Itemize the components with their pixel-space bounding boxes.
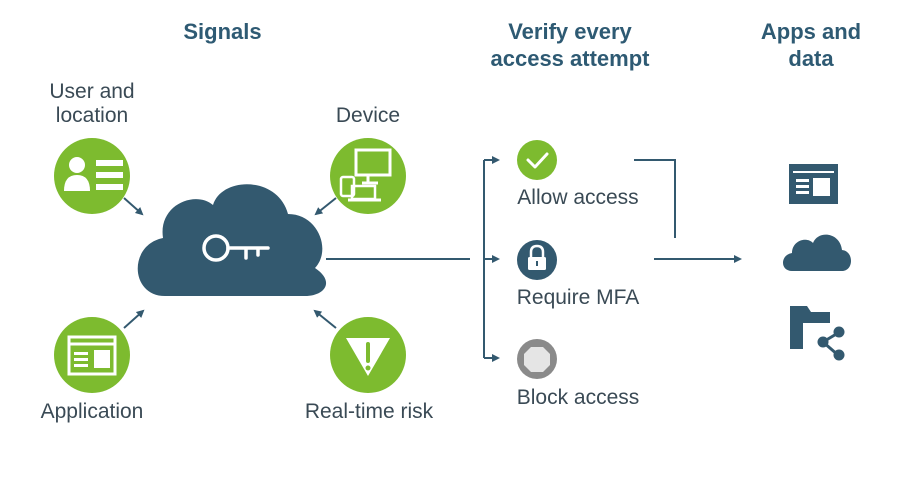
realtime-risk-label-text: Real-time risk xyxy=(304,400,434,423)
block-access-text: Block access xyxy=(516,386,640,409)
app-window-icon xyxy=(789,164,838,204)
device-icon xyxy=(330,138,406,214)
signal-arrows xyxy=(123,197,337,329)
cloud-icon xyxy=(783,234,851,271)
allow-access-text: Allow access xyxy=(517,186,639,209)
cloud-key-icon xyxy=(137,184,327,296)
require-mfa-label: Require MFA xyxy=(492,286,664,310)
user-location-line1: User and xyxy=(49,80,135,103)
apps-header-line2: data xyxy=(788,46,834,71)
verify-header-line2: access attempt xyxy=(490,46,650,71)
application-arrow xyxy=(123,309,145,329)
user-location-icon xyxy=(54,138,130,214)
shared-folder-icon xyxy=(790,306,845,361)
allow-access-label: Allow access xyxy=(492,186,664,210)
device-label: Device xyxy=(298,104,438,128)
block-access-label: Block access xyxy=(492,386,664,410)
application-label-text: Application xyxy=(40,400,144,423)
require-mfa-text: Require MFA xyxy=(516,286,640,309)
user-arrow xyxy=(123,197,144,216)
risk-warning-icon xyxy=(330,317,406,393)
stop-icon xyxy=(517,339,557,379)
apps-data-header: Apps and data xyxy=(740,18,882,72)
application-window-icon xyxy=(54,317,130,393)
risk-arrow xyxy=(313,309,337,329)
application-label: Application xyxy=(12,400,172,424)
verify-header: Verify every access attempt xyxy=(460,18,680,72)
verify-header-line1: Verify every xyxy=(508,19,632,44)
lock-icon xyxy=(517,240,557,280)
user-location-line2: location xyxy=(55,104,129,127)
decision-connector xyxy=(326,156,742,362)
realtime-risk-label: Real-time risk xyxy=(283,400,455,424)
user-location-label: User and location xyxy=(22,80,162,128)
signals-header: Signals xyxy=(150,18,295,45)
device-label-text: Device xyxy=(335,104,401,127)
check-icon xyxy=(517,140,557,180)
signals-header-text: Signals xyxy=(183,19,262,44)
device-arrow xyxy=(314,197,337,216)
apps-header-line1: Apps and xyxy=(760,19,862,44)
key-icon xyxy=(202,234,270,262)
